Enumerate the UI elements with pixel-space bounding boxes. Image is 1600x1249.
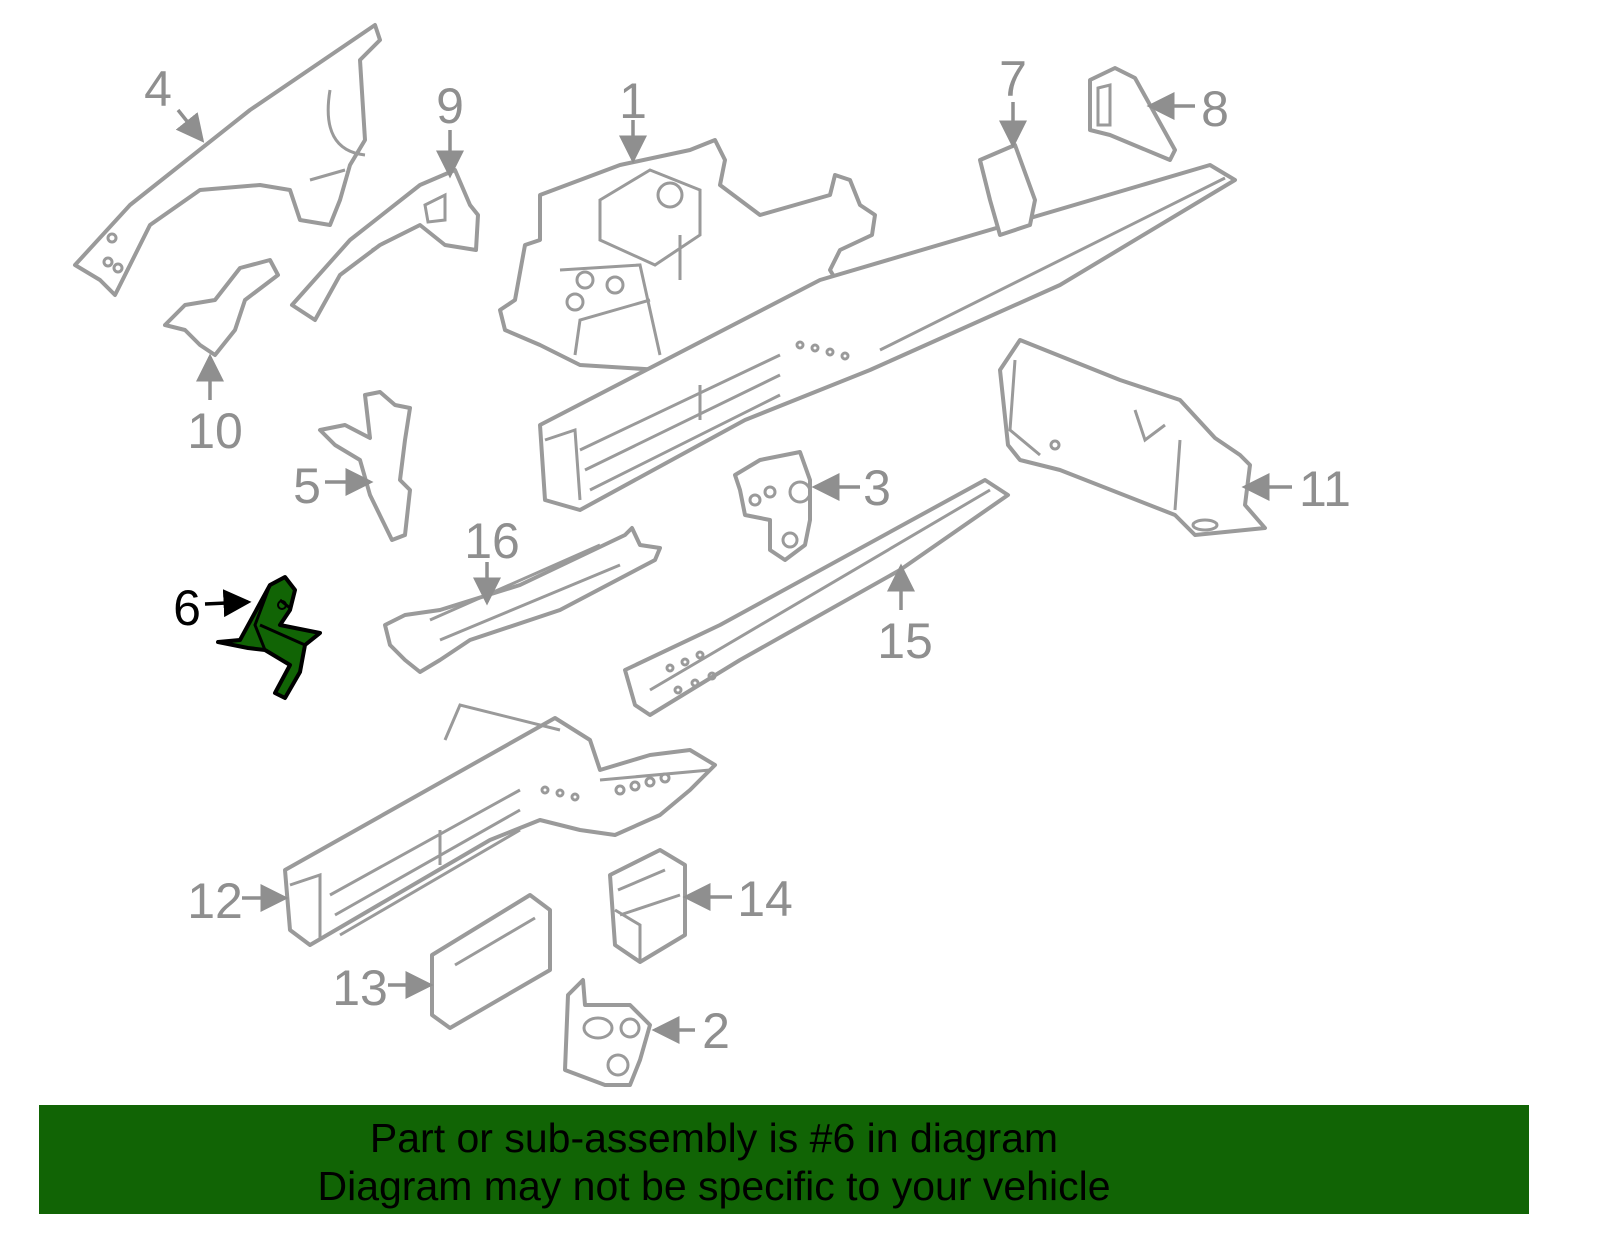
svg-text:16: 16 xyxy=(464,513,520,569)
banner-line-2: Diagram may not be specific to your vehi… xyxy=(317,1163,1111,1209)
callout-10: 10 xyxy=(187,353,243,459)
info-banner: Part or sub-assembly is #6 in diagram Di… xyxy=(39,1105,1529,1214)
svg-text:11: 11 xyxy=(1299,461,1351,517)
svg-text:8: 8 xyxy=(1201,81,1229,137)
part-5-bracket[interactable] xyxy=(318,390,412,542)
callout-11: 11 xyxy=(1241,461,1351,517)
callout-14: 14 xyxy=(682,871,793,927)
part-9-panel[interactable] xyxy=(290,168,480,322)
part-4-fender[interactable] xyxy=(73,23,382,297)
callout-13: 13 xyxy=(332,960,434,1016)
callout-9: 9 xyxy=(436,78,464,179)
svg-text:4: 4 xyxy=(144,61,172,117)
svg-text:15: 15 xyxy=(877,613,933,669)
callout-8: 8 xyxy=(1146,81,1229,137)
callout-2: 2 xyxy=(651,1003,730,1059)
svg-text:1: 1 xyxy=(619,73,647,129)
svg-text:3: 3 xyxy=(863,460,891,516)
svg-text:13: 13 xyxy=(332,960,388,1016)
callout-1: 1 xyxy=(619,73,647,164)
svg-text:10: 10 xyxy=(187,403,243,459)
svg-text:5: 5 xyxy=(293,458,321,514)
svg-text:7: 7 xyxy=(999,51,1027,107)
callout-3: 3 xyxy=(811,460,891,516)
part-8-bracket[interactable] xyxy=(1088,66,1177,162)
callout-16: 16 xyxy=(464,513,520,606)
callout-12: 12 xyxy=(187,873,289,929)
svg-text:6: 6 xyxy=(173,580,201,636)
part-7-bracket[interactable] xyxy=(978,143,1037,237)
part-13-plate[interactable] xyxy=(430,893,552,1030)
part-1-rail[interactable] xyxy=(538,163,1237,512)
svg-text:14: 14 xyxy=(737,871,793,927)
svg-text:9: 9 xyxy=(436,78,464,134)
part-2-plate[interactable] xyxy=(563,978,652,1087)
part-15-rail[interactable] xyxy=(623,478,1010,717)
svg-text:2: 2 xyxy=(702,1003,730,1059)
part-10-bracket[interactable] xyxy=(163,258,280,357)
part-11-panel[interactable] xyxy=(998,338,1267,537)
banner-line-1: Part or sub-assembly is #6 in diagram xyxy=(369,1115,1059,1161)
svg-text:12: 12 xyxy=(187,873,243,929)
part-12-rail[interactable] xyxy=(283,703,717,947)
part-3-plate[interactable] xyxy=(733,450,812,562)
callout-4: 4 xyxy=(144,61,205,143)
part-6-highlighted[interactable] xyxy=(216,575,322,700)
callout-7: 7 xyxy=(999,51,1027,149)
part-14-bracket[interactable] xyxy=(608,848,687,964)
part-16-rail[interactable] xyxy=(383,526,662,674)
callout-15: 15 xyxy=(877,563,933,669)
callout-6: 6 xyxy=(173,580,252,636)
callout-5: 5 xyxy=(293,458,374,514)
